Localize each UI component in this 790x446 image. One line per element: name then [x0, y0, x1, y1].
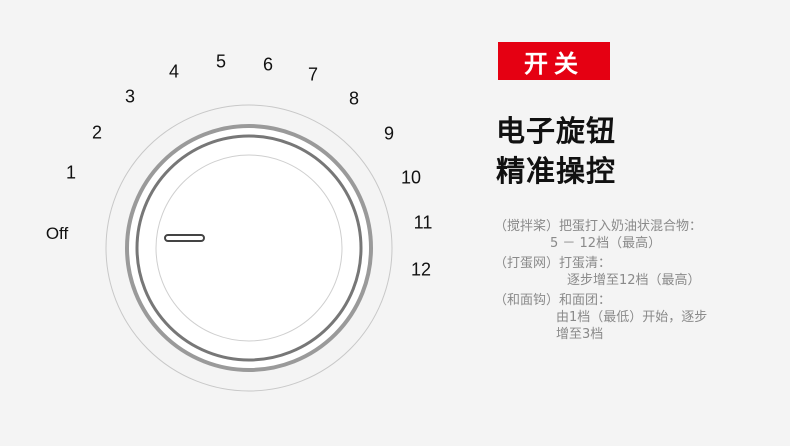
dial-label-4: 4	[168, 61, 180, 82]
desc-item1-line1: （搅拌桨）把蛋打入奶油状混合物：	[494, 219, 703, 234]
dial-label-6: 6	[262, 54, 274, 75]
dial-label-10: 10	[400, 167, 422, 188]
dial-pointer-indicator	[164, 234, 205, 242]
dial-label-7: 7	[307, 64, 319, 85]
dial-label-11: 11	[413, 212, 433, 233]
dial-label-8: 8	[348, 88, 360, 109]
dial-outer-ring	[105, 104, 393, 392]
dial-label-off: Off	[45, 224, 69, 243]
dial-label-12: 12	[410, 259, 432, 280]
dial-label-5: 5	[215, 51, 227, 72]
dial-label-1: 1	[65, 162, 77, 183]
desc-item3-line2: 由1档（最低）开始，逐步	[556, 310, 708, 325]
dial-label-2: 2	[91, 122, 103, 143]
desc-item2-line1: （打蛋网）打蛋清：	[494, 256, 612, 271]
switch-badge: 开关	[498, 42, 610, 80]
desc-item3-line1: （和面钩）和面团：	[494, 293, 612, 308]
desc-item3-line3: 增至3档	[556, 327, 604, 342]
desc-item2-line2: 逐步增至12档（最高）	[567, 273, 701, 288]
dial-label-3: 3	[124, 86, 136, 107]
headline-line-1: 电子旋钮	[496, 114, 617, 148]
control-dial[interactable]	[0, 0, 480, 446]
dial-label-9: 9	[383, 123, 395, 144]
headline-line-2: 精准操控	[496, 154, 617, 188]
dial-knob[interactable]	[155, 154, 343, 342]
desc-item1-line2: 5 － 12档（最高）	[550, 236, 662, 251]
